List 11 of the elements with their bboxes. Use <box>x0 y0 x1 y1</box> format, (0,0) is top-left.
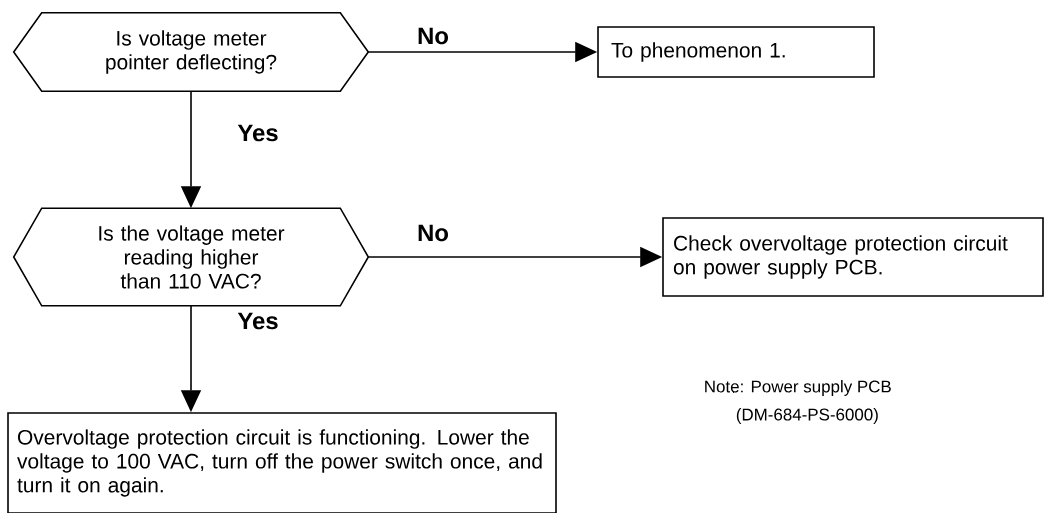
edge-label: No <box>418 27 448 45</box>
process-box: To phenomenon 1. <box>597 26 875 78</box>
note-text: (DM-684-PS-6000) <box>736 408 878 424</box>
note-text: Note: Power supply PCB <box>705 380 891 396</box>
decision-hexagon: Is the voltage meter reading higher than 110 VAC? <box>12 207 370 307</box>
edge-label: Yes <box>237 124 278 142</box>
edge-label: Yes <box>237 312 278 330</box>
process-box: Check overvoltage protection circuit on power supply PCB. <box>662 217 1044 297</box>
process-box: Overvoltage protection circuit is functioning. Lower the voltage to 100 VAC, turn off the power switch once, and turn it on again. <box>7 412 557 513</box>
decision-hexagon: Is voltage meter pointer deflecting? <box>12 11 370 93</box>
edge-label: No <box>418 224 448 242</box>
